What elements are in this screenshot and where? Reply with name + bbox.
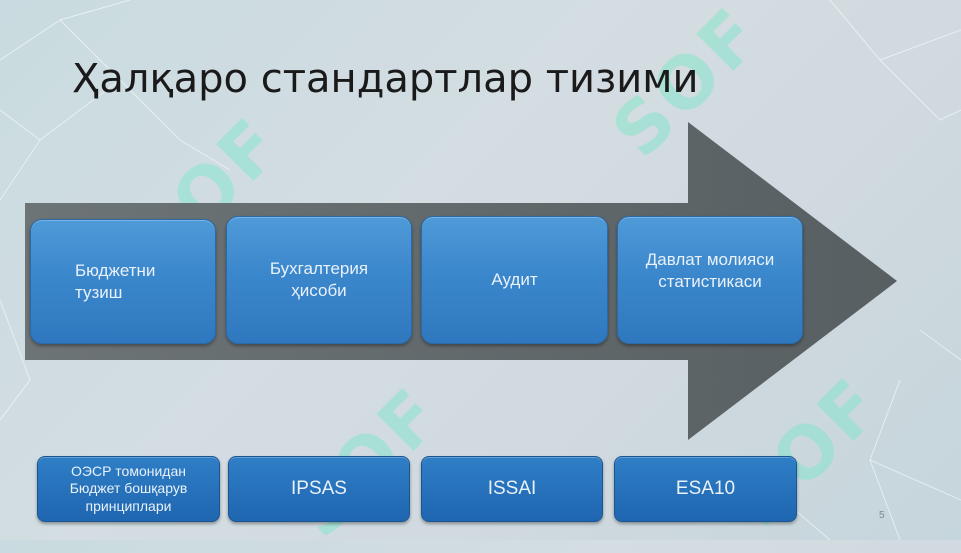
slide-title: Ҳалқаро стандартлар тизими bbox=[72, 56, 699, 102]
standard-oecd: ОЭСР томонидан Бюджет бошқарув принципла… bbox=[37, 456, 220, 522]
standard-esa10: ESA10 bbox=[614, 456, 797, 522]
standard-ipsas: IPSAS bbox=[228, 456, 410, 522]
process-step-accounting: Бухгалтерия ҳисоби bbox=[226, 216, 412, 344]
process-step-audit: Аудит bbox=[421, 216, 608, 344]
standard-issai: ISSAI bbox=[421, 456, 603, 522]
page-number: 5 bbox=[879, 510, 885, 521]
process-step-budgeting: Бюджетни тузиш bbox=[30, 219, 216, 344]
process-step-statistics: Давлат молияси статистикаси bbox=[617, 216, 803, 344]
